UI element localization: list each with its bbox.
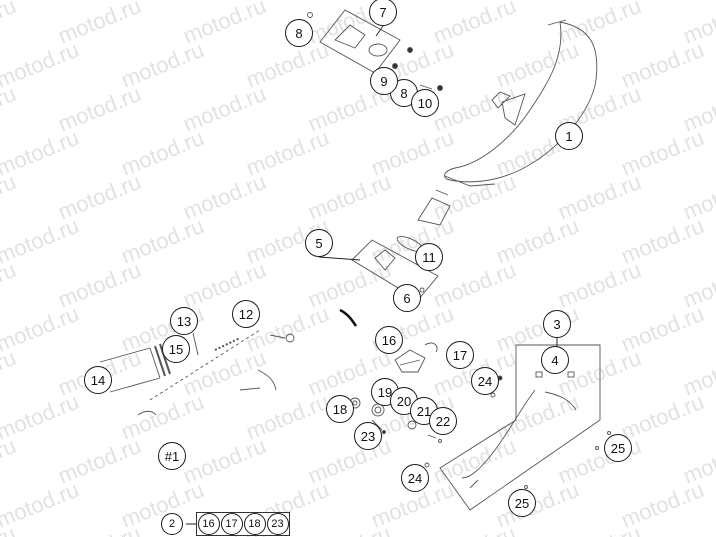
callout-cH1[interactable]: #1 [158,442,186,470]
callout-c9[interactable]: 9 [370,67,398,95]
callout-c13[interactable]: 13 [170,307,198,335]
leader-lines [318,25,558,347]
callout-c4[interactable]: 4 [541,346,569,374]
callout-kit-member[interactable]: 23 [266,513,289,535]
callout-c3[interactable]: 3 [543,310,571,338]
callout-c6[interactable]: 6 [393,284,421,312]
kit-members-box: 16 17 18 23 [196,512,290,536]
callout-c15[interactable]: 15 [162,335,190,363]
callout-c10[interactable]: 10 [411,89,439,117]
callout-c17[interactable]: 17 [446,341,474,369]
bracket-kit-frame [307,9,443,91]
callout-c23[interactable]: 23 [354,422,382,450]
callout-c11[interactable]: 11 [415,243,443,271]
header-pipe-part [99,329,295,416]
callout-kit-member[interactable]: 16 [197,513,220,535]
callout-c8a[interactable]: 8 [285,19,313,47]
callout-kit-member[interactable]: 17 [220,513,243,535]
callout-kit-member[interactable]: 18 [243,513,266,535]
callout-c18[interactable]: 18 [326,395,354,423]
callout-c1[interactable]: 1 [555,122,583,150]
callout-c14[interactable]: 14 [84,366,112,394]
valve-actuator-part [349,342,442,443]
callout-c22[interactable]: 22 [429,407,457,435]
callout-c25a[interactable]: 25 [604,434,632,462]
clamp-kit-frame [339,189,451,327]
callout-c7[interactable]: 7 [369,0,397,26]
callout-c24a[interactable]: 24 [471,367,499,395]
callout-c5[interactable]: 5 [305,229,333,257]
muffler-part [444,19,598,187]
callout-c25b[interactable]: 25 [508,489,536,517]
callout-c24b[interactable]: 24 [401,464,429,492]
callout-c16[interactable]: 16 [375,326,403,354]
callout-c12[interactable]: 12 [232,300,260,328]
callout-kit-parent[interactable]: 2 [161,513,183,535]
